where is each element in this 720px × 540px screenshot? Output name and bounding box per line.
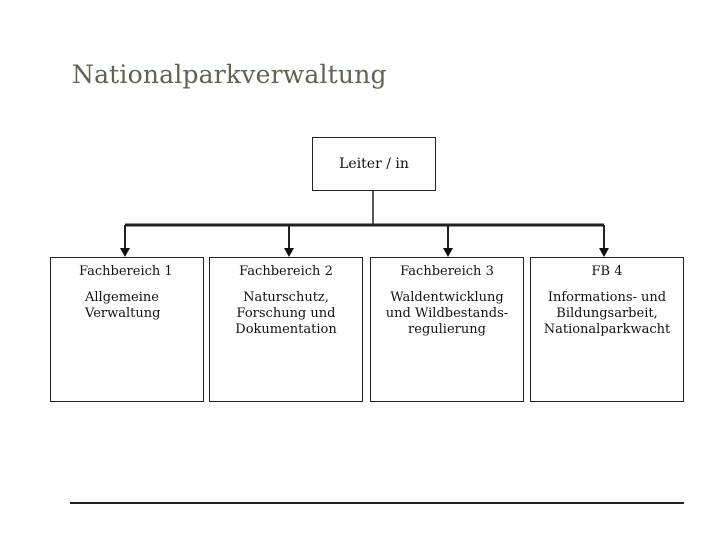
department-description-line: Dokumentation [235, 322, 337, 337]
department-description: Informations- und Bildungsarbeit, Nation… [531, 290, 683, 338]
arrow-icon-4 [599, 248, 609, 257]
department-description-line: Nationalparkwacht [543, 322, 671, 337]
department-description-line: Informations- und [547, 290, 667, 305]
department-description: Allgemeine Verwaltung [51, 290, 203, 322]
department-box-1: Fachbereich 1 Allgemeine Verwaltung [50, 257, 204, 402]
department-box-2: Fachbereich 2 Naturschutz, Forschung und… [209, 257, 363, 402]
department-description-line: Forschung und [236, 306, 336, 321]
department-description-line: regulierung [408, 322, 486, 337]
department-heading: Fachbereich 2 [239, 264, 333, 279]
department-description-line: Bildungsarbeit, [556, 306, 658, 321]
page-title: Nationalparkverwaltung [72, 60, 387, 89]
department-box-3: Fachbereich 3 Waldentwicklung und Wildbe… [370, 257, 524, 402]
department-heading: FB 4 [591, 264, 623, 279]
department-description-line: Naturschutz, [243, 290, 329, 305]
department-description-line: Verwaltung [85, 306, 161, 321]
department-description: Naturschutz, Forschung und Dokumentation [210, 290, 362, 338]
bottom-divider [70, 502, 684, 504]
department-description-line: Allgemeine [85, 290, 159, 305]
department-heading: Fachbereich 3 [400, 264, 494, 279]
department-description-line: Waldentwicklung [390, 290, 504, 305]
leader-label: Leiter / in [339, 156, 409, 172]
department-heading: Fachbereich 1 [79, 264, 173, 279]
arrow-icon-1 [120, 248, 130, 257]
department-description-line: und Wildbestands- [385, 306, 509, 321]
arrow-icon-3 [443, 248, 453, 257]
leader-box: Leiter / in [312, 137, 436, 191]
department-box-4: FB 4 Informations- und Bildungsarbeit, N… [530, 257, 684, 402]
arrow-icon-2 [284, 248, 294, 257]
department-description: Waldentwicklung und Wildbestands- reguli… [371, 290, 523, 338]
